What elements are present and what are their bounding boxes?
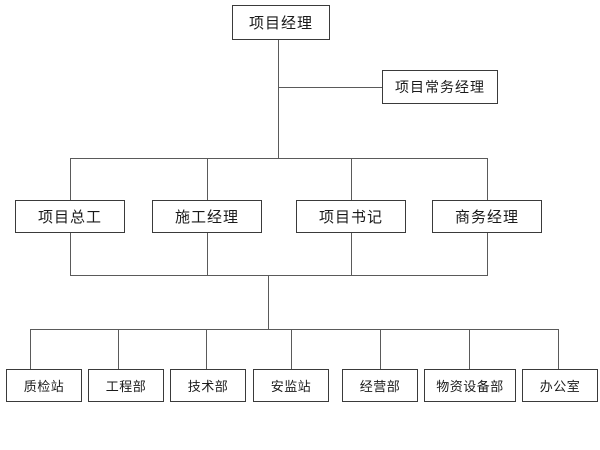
node-engineering-dept[interactable]: 工程部 <box>88 369 164 402</box>
connector-drop-quality-station <box>30 329 31 369</box>
connector-collector-bus <box>70 275 488 276</box>
connector-stem-to-departments <box>268 275 269 329</box>
connector-riser-chief-engineer <box>70 233 71 275</box>
connector-riser-construction-manager <box>207 233 208 275</box>
node-chief-engineer[interactable]: 项目总工 <box>15 200 125 233</box>
node-safety-station[interactable]: 安监站 <box>253 369 329 402</box>
connector-drop-technology-dept <box>206 329 207 369</box>
node-commercial-manager[interactable]: 商务经理 <box>432 200 542 233</box>
node-quality-station[interactable]: 质检站 <box>6 369 82 402</box>
node-office[interactable]: 办公室 <box>522 369 598 402</box>
connector-drop-construction-manager <box>207 158 208 200</box>
node-construction-manager[interactable]: 施工经理 <box>152 200 262 233</box>
connector-drop-operations-dept <box>380 329 381 369</box>
connector-bus-level3 <box>70 158 488 159</box>
connector-drop-chief-engineer <box>70 158 71 200</box>
connector-bus-level4 <box>30 329 558 330</box>
connector-drop-safety-station <box>291 329 292 369</box>
node-project-manager[interactable]: 项目经理 <box>232 5 330 40</box>
connector-riser-commercial-manager <box>487 233 488 275</box>
node-operations-dept[interactable]: 经营部 <box>342 369 418 402</box>
connector-drop-commercial-manager <box>487 158 488 200</box>
connector-riser-project-secretary <box>351 233 352 275</box>
connector-branch-executive-manager <box>278 87 382 88</box>
node-executive-manager[interactable]: 项目常务经理 <box>382 70 498 104</box>
node-technology-dept[interactable]: 技术部 <box>170 369 246 402</box>
connector-drop-office <box>558 329 559 369</box>
connector-drop-project-secretary <box>351 158 352 200</box>
node-project-secretary[interactable]: 项目书记 <box>296 200 406 233</box>
connector-drop-engineering-dept <box>118 329 119 369</box>
connector-trunk-level1 <box>278 40 279 159</box>
connector-drop-materials-equipment-dept <box>469 329 470 369</box>
node-materials-equipment-dept[interactable]: 物资设备部 <box>424 369 516 402</box>
